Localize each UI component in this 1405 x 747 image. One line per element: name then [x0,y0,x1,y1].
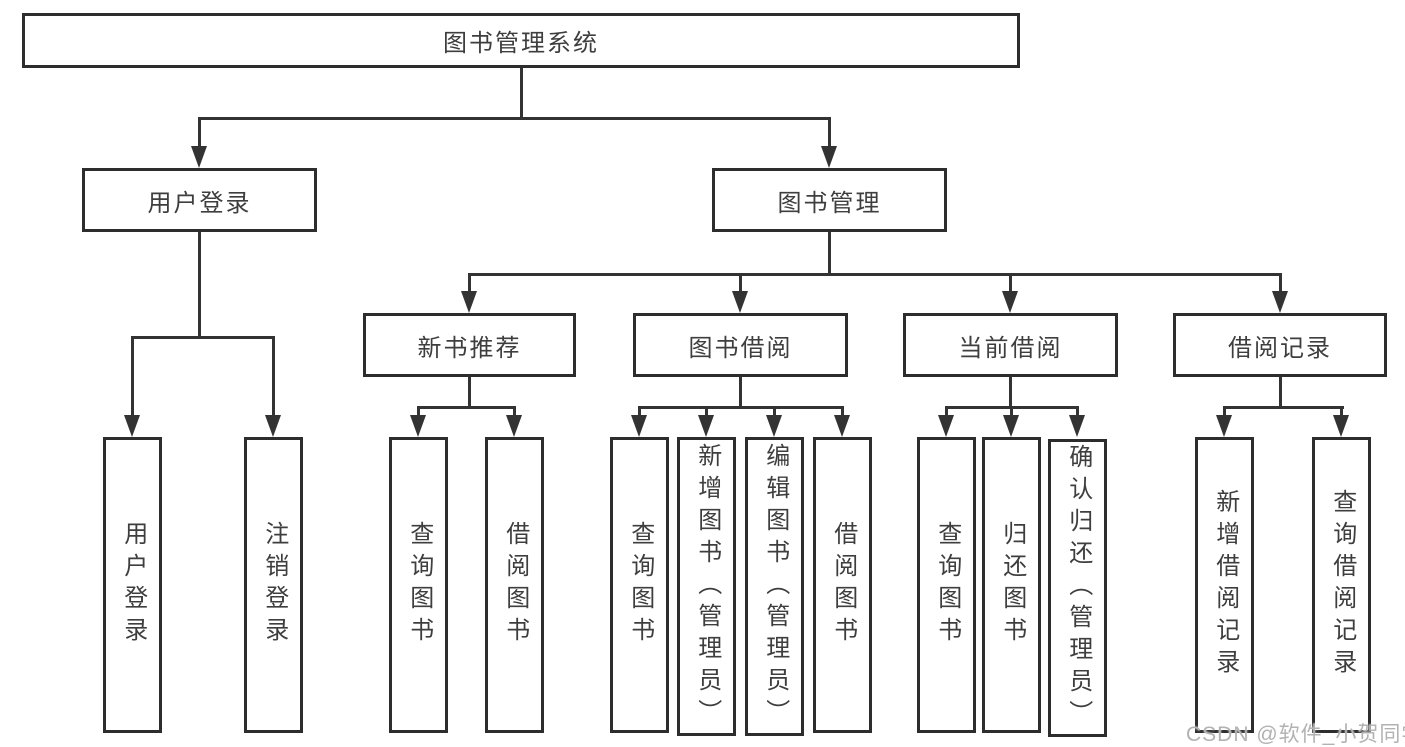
leaf-logout: 注销登录 [244,437,303,733]
arrowhead-icon [766,415,782,437]
node-book-management: 图书管理 [712,168,947,232]
arrowhead-icon [265,415,281,437]
leaf-borrow-book-1: 借阅图书 [485,437,544,733]
arrowhead-icon [821,146,837,168]
connector-line [739,377,742,409]
connector-line [198,232,201,339]
arrowhead-icon [732,291,748,313]
arrowhead-icon [631,415,647,437]
connector-line [1340,406,1343,418]
connector-line [468,273,1282,276]
arrowhead-icon [834,415,850,437]
leaf-return-book: 归还图书 [982,437,1041,733]
leaf-add-borrow-record: 新增借阅记录 [1195,437,1254,733]
connector-line [773,406,776,418]
connector-line [417,406,516,409]
connector-line [417,406,420,418]
leaf-edit-book-admin: 编辑图书（管理员） [745,437,804,736]
arrowhead-icon [698,415,714,437]
node-user-login: 用户登录 [82,168,317,232]
leaf-user-login: 用户登录 [103,437,162,733]
connector-line [272,336,275,418]
leaf-add-book-admin: 新增图书（管理员） [677,437,736,736]
leaf-query-book-2: 查询图书 [610,437,669,733]
arrowhead-icon [1333,415,1349,437]
arrowhead-icon [938,415,954,437]
connector-line [1279,377,1282,409]
connector-line [638,406,641,418]
arrowhead-icon [191,146,207,168]
connector-line [1223,406,1226,418]
arrowhead-icon [1002,291,1018,313]
node-new-book-recommend: 新书推荐 [363,313,576,377]
connector-line [131,336,275,339]
arrowhead-icon [1272,291,1288,313]
connector-line [828,232,831,276]
leaf-query-book-1: 查询图书 [389,437,448,733]
connector-line [198,117,201,148]
leaf-borrow-book-2: 借阅图书 [813,437,872,733]
leaf-confirm-return-admin: 确认归还（管理员） [1048,439,1107,737]
connector-line [1076,406,1079,418]
connector-line [520,66,523,120]
connector-line [131,336,134,418]
leaf-query-book-3: 查询图书 [917,437,976,733]
connector-line [638,406,844,409]
node-library-management-system: 图书管理系统 [22,13,1020,68]
connector-line [828,117,831,148]
connector-line [1223,406,1344,409]
connector-line [1009,273,1012,295]
watermark-text: CSDN @软件_小贺同学 [1186,723,1405,746]
connector-line [1009,377,1012,409]
arrowhead-icon [506,415,522,437]
arrowhead-icon [410,415,426,437]
connector-line [841,406,844,418]
connector-line [705,406,708,418]
connector-line [468,273,471,295]
connector-line [198,117,831,120]
connector-line [513,406,516,418]
arrowhead-icon [124,415,140,437]
arrowhead-icon [1069,415,1085,437]
arrowhead-icon [1003,415,1019,437]
node-book-borrow: 图书借阅 [633,313,848,377]
node-borrow-record: 借阅记录 [1173,313,1387,377]
connector-line [468,377,471,409]
leaf-query-borrow-record: 查询借阅记录 [1312,437,1371,733]
arrowhead-icon [461,291,477,313]
node-current-borrow: 当前借阅 [903,313,1118,377]
connector-line [1010,406,1013,418]
connector-line [945,406,948,418]
connector-line [1279,273,1282,295]
arrowhead-icon [1216,415,1232,437]
connector-line [739,273,742,295]
